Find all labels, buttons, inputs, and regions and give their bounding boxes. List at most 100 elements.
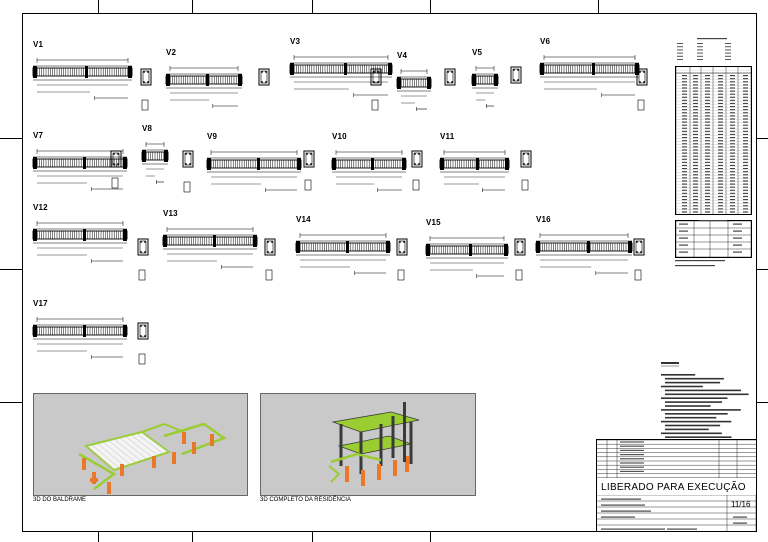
beam-cross-section (411, 150, 423, 168)
side-grid-tick (757, 269, 768, 270)
beam-elevation (32, 221, 128, 263)
stirrup-detail (183, 181, 191, 193)
beam-elevation (539, 55, 640, 97)
beam-label: V10 (332, 132, 347, 141)
beam-label: V16 (536, 215, 551, 224)
top-grid-tick (430, 0, 431, 13)
beam-cross-section (182, 150, 194, 168)
beam-cross-section (514, 238, 526, 256)
beam-elevation (471, 66, 499, 108)
bottom-grid-tick (98, 532, 99, 542)
beam-cross-section (510, 66, 522, 84)
bottom-grid-tick (430, 532, 431, 542)
side-grid-tick (0, 402, 22, 403)
beam-elevation (289, 55, 393, 97)
beam-elevation (331, 150, 407, 192)
stirrup-detail (634, 269, 642, 281)
steel-total-note (675, 220, 727, 267)
stirrup-detail (515, 269, 523, 281)
stirrup-detail (637, 99, 645, 111)
steel-summary-table (675, 66, 752, 215)
beam-cross-section (303, 150, 315, 168)
beam-cross-section (633, 238, 645, 256)
beam-elevation (206, 150, 302, 192)
top-grid-tick (312, 0, 313, 13)
beam-cross-section (137, 238, 149, 256)
top-grid-tick (598, 0, 599, 13)
stirrup-detail (412, 179, 420, 191)
beam-cross-section (370, 68, 382, 86)
beam-elevation (32, 58, 133, 100)
bottom-grid-tick (192, 532, 193, 542)
sheet-number: 11/16 (731, 500, 751, 509)
beam-elevation (141, 142, 169, 184)
stirrup-detail (521, 179, 529, 191)
status-stamp: LIBERADO PARA EXECUÇÃO (601, 482, 746, 493)
beam-cross-section (520, 150, 532, 168)
stirrup-detail (141, 99, 149, 111)
view-3d-baldrame (33, 393, 248, 496)
side-grid-tick (0, 269, 22, 270)
stirrup-detail (111, 177, 119, 189)
beam-label: V2 (166, 48, 177, 57)
beam-elevation (165, 66, 243, 108)
beam-label: V11 (440, 132, 455, 141)
beam-cross-section (258, 68, 270, 86)
stirrup-detail (304, 179, 312, 191)
beam-elevation (535, 233, 633, 275)
view-3d-residencia (260, 393, 476, 496)
steel-total-grid (675, 220, 752, 258)
stirrup-detail (138, 353, 146, 365)
title-block-fields (597, 495, 756, 531)
beam-label: V3 (290, 37, 301, 46)
beam-label: V17 (33, 299, 48, 308)
view-label-baldrame: 3D DO BALDRAME (33, 497, 87, 503)
beam-cross-section (140, 68, 152, 86)
top-grid-tick (98, 0, 99, 13)
title-block: LIBERADO PARA EXECUÇÃO 11/16 (596, 439, 757, 532)
stirrup-detail (265, 269, 273, 281)
beam-elevation (32, 149, 128, 191)
beam-label: V14 (296, 215, 311, 224)
beam-elevation (396, 69, 432, 111)
stirrup-detail (397, 269, 405, 281)
beam-cross-section (444, 68, 456, 86)
beam-elevation (439, 150, 510, 192)
beam-elevation (295, 233, 391, 275)
side-grid-tick (757, 402, 768, 403)
view-label-residencia: 3D COMPLETO DA RESIDÊNCIA (260, 497, 351, 503)
stirrup-detail (371, 99, 379, 111)
beam-label: V4 (397, 51, 408, 60)
beam-label: V13 (163, 209, 178, 218)
side-grid-tick (0, 138, 22, 139)
bottom-grid-tick (312, 532, 313, 542)
beam-elevation (425, 236, 509, 278)
beam-elevation (162, 227, 258, 269)
beam-cross-section (137, 322, 149, 340)
revision-table (597, 440, 756, 478)
stirrup-detail (138, 269, 146, 281)
residencia-3d-model (328, 402, 420, 486)
side-grid-tick (757, 138, 768, 139)
beam-label: V7 (33, 131, 44, 140)
beam-label: V9 (207, 132, 218, 141)
sheet-border (22, 13, 757, 532)
beam-label: V12 (33, 203, 48, 212)
general-notes (661, 362, 749, 438)
beam-cross-section (636, 68, 648, 86)
beam-cross-section (264, 238, 276, 256)
beam-label: V15 (426, 218, 441, 227)
steel-summary-header (677, 38, 731, 60)
beam-label: V8 (142, 124, 153, 133)
beam-elevation (32, 317, 128, 359)
beam-label: V5 (472, 48, 483, 57)
beam-cross-section (110, 150, 122, 168)
steel-total-table (675, 220, 752, 258)
top-grid-tick (192, 0, 193, 13)
baldrame-3d-model (78, 422, 227, 494)
beam-cross-section (396, 238, 408, 256)
steel-table-grid (675, 66, 752, 214)
beam-label: V6 (540, 37, 551, 46)
beam-label: V1 (33, 40, 44, 49)
